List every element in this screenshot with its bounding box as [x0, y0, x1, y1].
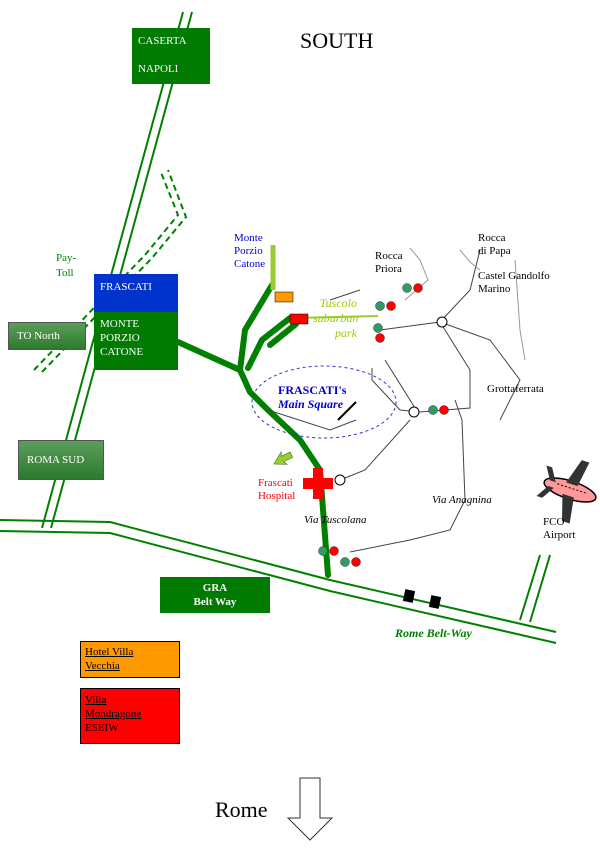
- frascati-exit-box: FRASCATI: [94, 274, 178, 312]
- legend-hotel-box: Hotel Villa Vecchia: [80, 641, 180, 678]
- airport-road: [519, 554, 551, 623]
- castel-gandolfo-line1: Castel Gandolfo: [478, 270, 550, 282]
- legend-villa-box: Villa Mondragone ESEIW: [80, 688, 180, 744]
- legend-hotel-line1: Hotel Villa: [85, 646, 134, 658]
- monte-porzio-town-line2: Porzio: [234, 245, 263, 257]
- main-roads: [175, 282, 331, 578]
- pay-toll-road: [33, 169, 188, 373]
- via-anagnina-label: Via Anagnina: [432, 494, 492, 506]
- tuscolo-line1: Tuscolo: [319, 296, 357, 310]
- rocca-di-papa-label: Rocca di Papa: [478, 232, 511, 258]
- pay-toll-label: Pay- Toll: [56, 252, 76, 280]
- monte-porzio-exit-line3: CATONE: [100, 346, 144, 358]
- caserta-label: CASERTA: [138, 35, 187, 47]
- roundabouts: [334, 316, 448, 486]
- monte-porzio-exit-line2: PORZIO: [100, 332, 140, 344]
- traffic-lights: [318, 283, 449, 567]
- to-north-box: TO North: [8, 322, 86, 350]
- tuscolo-road: [294, 315, 379, 319]
- legend-hotel-line2: Vecchia: [85, 660, 120, 672]
- gra-line2: Belt Way: [193, 596, 237, 608]
- airport-line2: Airport: [543, 529, 576, 541]
- pay-toll-line1: Pay-: [56, 252, 77, 264]
- roma-sud-label: ROMA SUD: [27, 454, 85, 466]
- rome-label: Rome: [215, 797, 268, 822]
- main-square-road: [337, 401, 357, 421]
- castel-gandolfo-line2: Marino: [478, 283, 511, 295]
- monte-porzio-town-line3: Catone: [234, 258, 266, 270]
- pay-toll-line2: Toll: [56, 267, 74, 279]
- gra-ring-road: [0, 519, 557, 644]
- hospital-line1: Frascati: [258, 477, 293, 489]
- via-tuscolana-label: Via Tuscolana: [304, 514, 367, 526]
- main-square-circle: [251, 365, 397, 439]
- airport-label: FCO Airport: [543, 516, 575, 542]
- gra-line1: GRA: [202, 582, 228, 594]
- main-square-line1: FRASCATI's: [278, 383, 347, 397]
- grottaferrata-label: Grottaferrata: [487, 383, 544, 395]
- arrow-icon: [273, 450, 294, 465]
- main-square-line2: Main Square: [278, 397, 344, 411]
- monte-porzio-exit-line1: MONTE: [100, 318, 140, 330]
- to-north-label: TO North: [17, 330, 60, 342]
- monte-porzio-exit-box: MONTE PORZIO CATONE: [94, 312, 178, 370]
- frascati-exit-label: FRASCATI: [100, 281, 152, 293]
- rocca-di-papa-line2: di Papa: [478, 245, 511, 257]
- airport-line1: FCO: [543, 516, 565, 528]
- rome-arrow-icon: [286, 777, 334, 841]
- hospital-label: Frascati Hospital: [258, 477, 295, 503]
- rome-belt-way-label: Rome Belt-Way: [395, 626, 472, 640]
- hospital-line2: Hospital: [258, 490, 296, 502]
- gra-box: GRA Belt Way: [160, 577, 270, 613]
- roma-sud-box: ROMA SUD: [18, 440, 104, 480]
- hill-paths: [404, 247, 526, 361]
- main-square-label: FRASCATI's Main Square: [278, 383, 346, 411]
- monte-porzio-town-label: Monte Porzio Catone: [234, 232, 265, 271]
- monte-porzio-town-line1: Monte: [234, 232, 263, 244]
- legend-villa-line2: Mondragone: [85, 708, 142, 720]
- hospital-cross-icon: [303, 468, 333, 499]
- caserta-napoli-box: CASERTA NAPOLI: [132, 28, 210, 84]
- page-title: SOUTH: [300, 28, 374, 53]
- airplane-icon: [536, 460, 597, 524]
- legend-villa-line1: Villa: [85, 694, 107, 706]
- rocca-priora-line2: Priora: [375, 263, 402, 275]
- tuscolo-line2: suburban: [313, 311, 359, 325]
- castel-gandolfo-label: Castel Gandolfo Marino: [478, 270, 550, 296]
- legend-villa-line3: ESEIW: [85, 722, 119, 734]
- hotel-marker: [274, 291, 294, 303]
- tuscolo-park-label: Tuscolo suburban park: [313, 296, 359, 341]
- tuscolo-line3: park: [335, 326, 357, 340]
- railway-crossing: [402, 589, 442, 609]
- rocca-priora-label: Rocca Priora: [375, 250, 402, 276]
- villa-marker: [289, 313, 309, 325]
- napoli-label: NAPOLI: [138, 63, 179, 75]
- rocca-di-papa-line1: Rocca: [478, 232, 506, 244]
- rocca-priora-line1: Rocca: [375, 250, 403, 262]
